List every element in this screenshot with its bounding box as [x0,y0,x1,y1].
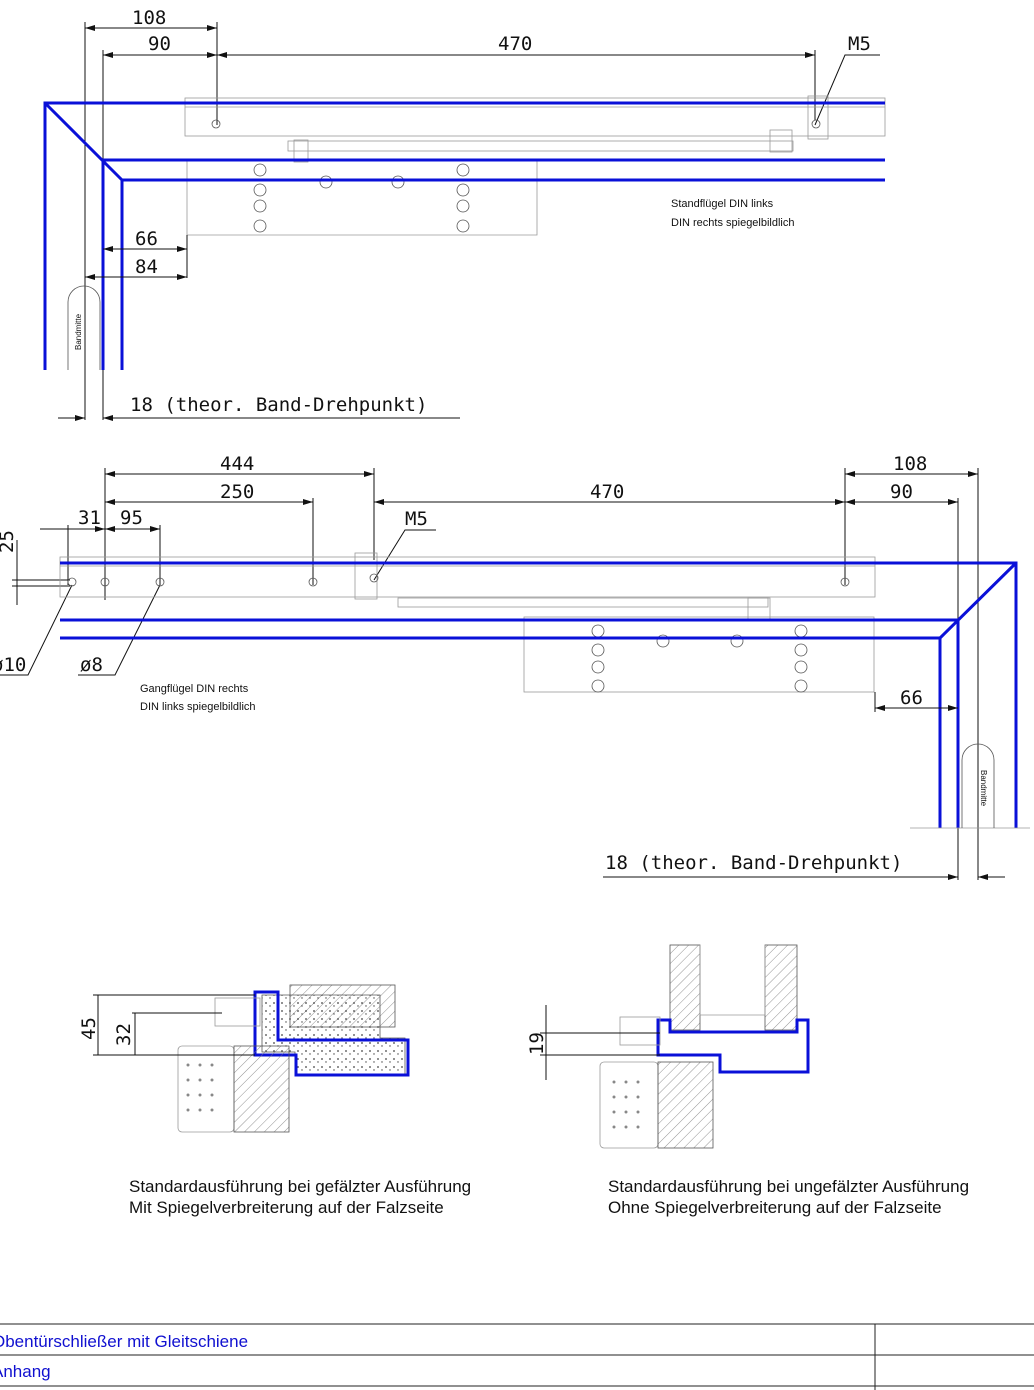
leaf-note-line1: Standflügel DIN links [671,198,774,210]
dim-45: 45 [78,1017,100,1040]
top-view: 108 90 470 M5 [43,7,886,421]
dim-31: 31 [78,507,101,529]
dim-84: 84 [135,256,158,278]
title-row1: Obentürschließer mit Gleitschiene [0,1332,248,1351]
dim-90: 90 [148,33,171,55]
hinge-label: Bandmitte [74,313,83,350]
dim-470: 470 [590,481,624,503]
dim-108: 108 [132,7,166,29]
dim-108: 108 [893,453,927,475]
caption-line2: Ohne Spiegelverbreiterung auf der Falzse… [608,1198,942,1217]
leaf-note-line1: Gangflügel DIN rechts [140,683,249,695]
leaf-note-line2: DIN links spiegelbildlich [140,701,256,713]
title-block: Obentürschließer mit Gleitschiene Anhang [0,1323,1034,1390]
dim-m5: M5 [405,508,428,530]
dim-18-note: 18 (theor. Band-Drehpunkt) [130,394,427,416]
dim-66: 66 [900,687,923,709]
dim-250: 250 [220,481,254,503]
dim-90: 90 [890,481,913,503]
leaf-note-line2: DIN rechts spiegelbildlich [671,217,795,229]
caption-line1: Standardausführung bei ungefälzter Ausfü… [608,1177,969,1196]
caption-line2: Mit Spiegelverbreiterung auf der Falzsei… [129,1198,444,1217]
section-rebated: 45 32 Standardausführung bei gefälzter A… [78,984,471,1217]
dim-32: 32 [113,1023,135,1046]
dim-444: 444 [220,453,254,475]
caption-line1: Standardausführung bei gefälzter Ausführ… [129,1177,471,1196]
section-unrebated: 19 Standardausführung bei ungefälzter Au… [526,944,969,1217]
dim-95: 95 [120,507,143,529]
dim-18-note: 18 (theor. Band-Drehpunkt) [605,852,902,874]
dim-19: 19 [526,1032,548,1055]
dim-25: 25 [0,530,18,553]
dim-66: 66 [135,228,158,250]
dim-phi10: ø10 [0,654,26,676]
title-row2: Anhang [0,1362,51,1381]
hinge-label: Bandmitte [979,770,988,807]
dim-phi8: ø8 [80,654,103,676]
dim-470: 470 [498,33,532,55]
dim-m5: M5 [848,33,871,55]
bottom-view: 444 250 470 108 90 31 95 25 M5 ø10 [0,453,1030,880]
